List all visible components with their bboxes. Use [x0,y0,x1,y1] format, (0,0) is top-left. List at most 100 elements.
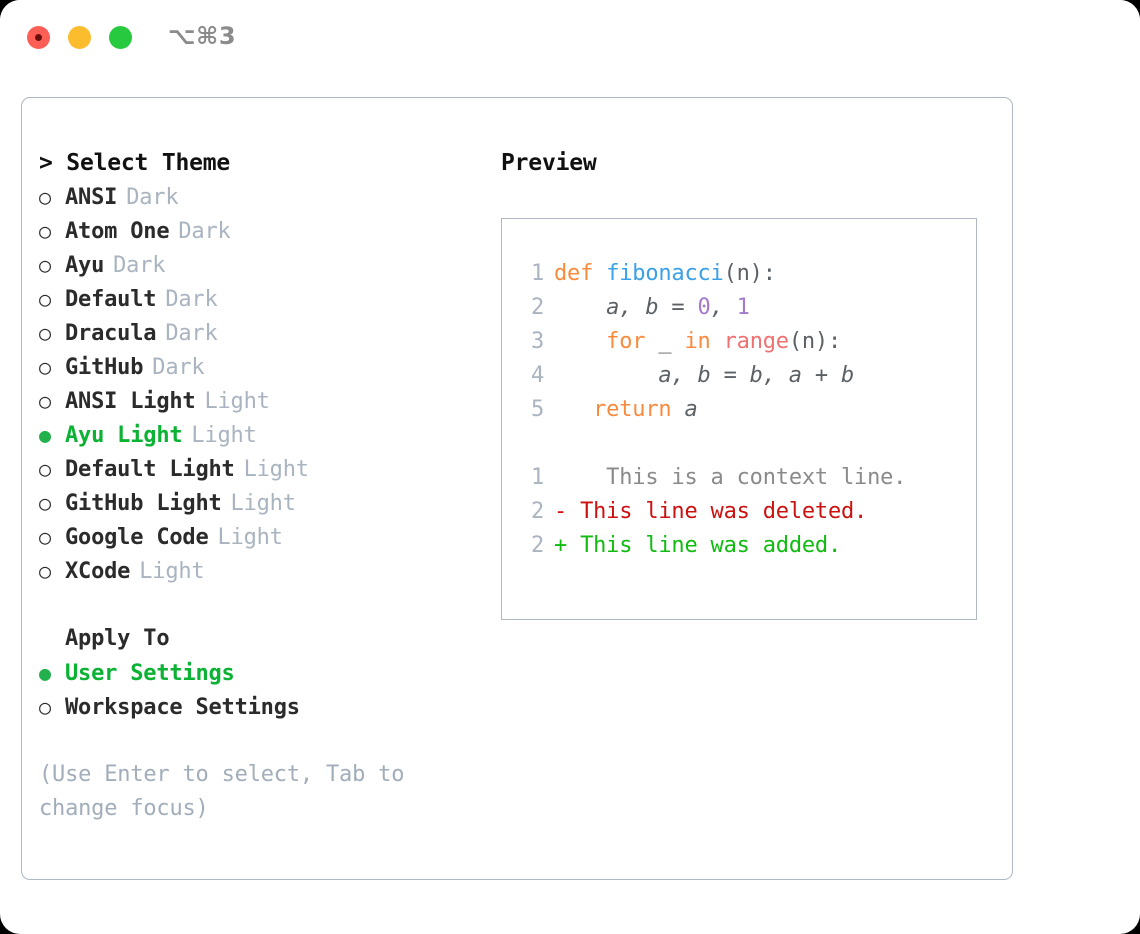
apply-option-user-settings[interactable]: ● User Settings [39,656,499,690]
diff-marker: + [554,533,581,558]
code-token-punct: (n): [723,261,776,286]
code-line: 1 def fibonacci(n): [516,257,970,291]
diff-line-added: 2 + This line was added. [516,529,970,563]
radio-unselected-icon: ○ [39,457,51,481]
window-controls [27,26,132,49]
radio-unselected-icon: ○ [39,559,51,583]
diff-sample: 1 This is a context line.2- This line wa… [516,461,970,563]
code-token-plain: a [684,397,698,422]
radio-unselected-icon: ○ [39,185,51,209]
theme-option-label: GitHub Light [65,491,222,516]
code-line-text: def fibonacci(n): [554,257,776,291]
code-line: 4 a, b = b, a + b [516,359,970,393]
diff-marker [554,461,580,495]
code-line-text: return a [554,393,698,427]
preview-title: Preview [501,150,597,176]
theme-option-label: Atom One [65,219,170,244]
radio-unselected-icon: ○ [39,321,51,345]
theme-option-variant: Light [191,423,257,448]
code-token-call: range [723,329,789,354]
diff-line-number: 2 [530,533,544,558]
code-line-number: 4 [530,363,544,388]
theme-option-variant: Light [243,457,309,482]
window-title: ⌥⌘3 [168,22,237,50]
theme-option-label: Google Code [65,525,209,550]
apply-to-header: Apply To [65,626,170,651]
radio-selected-icon: ● [39,423,51,447]
code-token-punct: (n): [788,329,842,354]
apply-option-workspace-settings[interactable]: ○Workspace Settings [39,690,499,724]
diff-line-deleted: 2- This line was deleted. [516,495,970,529]
theme-option-label: ANSI [65,185,118,210]
apply-option-list: ● User Settings ○Workspace Settings [39,656,499,724]
minimize-button[interactable] [68,26,91,49]
code-line-text: a, b = b, a + b [554,359,854,393]
diff-line-context: 1 This is a context line. [516,461,970,495]
code-token-plain: a, b = b, a + b [554,363,855,388]
theme-option-variant: Light [217,525,283,550]
radio-unselected-icon: ○ [39,253,51,277]
keyboard-hint: (Use Enter to select, Tab to change focu… [39,762,405,821]
section-spacer [39,588,499,622]
theme-option-ansi[interactable]: ○ ANSI Dark [39,180,499,214]
radio-unselected-icon: ○ [39,219,51,243]
theme-option-label: Ayu Light [65,423,183,448]
theme-option-label: ANSI Light [65,389,196,414]
theme-option-label: GitHub [65,355,144,380]
diff-line-number: 2 [530,499,544,524]
theme-option-label: Ayu [65,253,105,278]
code-line-text: for _ in range(n): [554,325,841,359]
theme-option-variant: Dark [126,185,179,210]
theme-option-ayu[interactable]: ○ Ayu Dark [39,248,499,282]
diff-line-text: This line was deleted. [580,499,868,524]
code-token-num: 0 [697,295,711,320]
code-line-number: 2 [530,295,544,320]
radio-unselected-icon: ○ [39,389,51,413]
theme-option-label: Dracula [65,321,157,346]
theme-option-label: Default Light [65,457,235,482]
theme-option-variant: Light [230,491,296,516]
apply-option-label: User Settings [65,661,235,686]
code-token-plain: , [710,295,737,320]
code-diff-spacer [516,427,970,461]
theme-option-ansi-light[interactable]: ○ ANSI Light Light [39,384,499,418]
code-token-kw: return [554,397,685,422]
theme-option-variant: Dark [165,321,218,346]
close-button[interactable] [27,26,50,49]
theme-option-dracula[interactable]: ○ Dracula Dark [39,316,499,350]
diff-line-number: 1 [530,465,544,490]
diff-marker: - [554,499,581,524]
theme-option-variant: Dark [113,253,166,278]
code-line-number: 5 [530,397,544,422]
maximize-button[interactable] [109,26,132,49]
radio-selected-icon: ● [39,661,51,685]
theme-option-label: XCode [65,559,131,584]
code-line-text: a, b = 0, 1 [554,291,750,325]
theme-option-ayu-light[interactable]: ● Ayu Light Light [39,418,499,452]
radio-unselected-icon: ○ [39,525,51,549]
theme-option-google-code[interactable]: ○ Google Code Light [39,520,499,554]
diff-line-text: This line was added. [580,533,841,558]
code-token-plain: a, b = [554,295,698,320]
code-line-number: 3 [530,329,544,354]
theme-option-default-light[interactable]: ○ Default Light Light [39,452,499,486]
theme-option-variant: Dark [178,219,231,244]
code-line-number: 1 [530,261,544,286]
select-theme-header: > Select Theme [39,150,231,176]
radio-unselected-icon: ○ [39,355,51,379]
theme-option-variant: Light [204,389,270,414]
code-token-kw: in [684,329,724,354]
radio-unselected-icon: ○ [39,695,51,719]
theme-option-atom-one[interactable]: ○ Atom One Dark [39,214,499,248]
code-token-plain: _ [658,329,685,354]
code-line: 3 for _ in range(n): [516,325,970,359]
window-titlebar: ⌥⌘3 [0,0,1140,78]
